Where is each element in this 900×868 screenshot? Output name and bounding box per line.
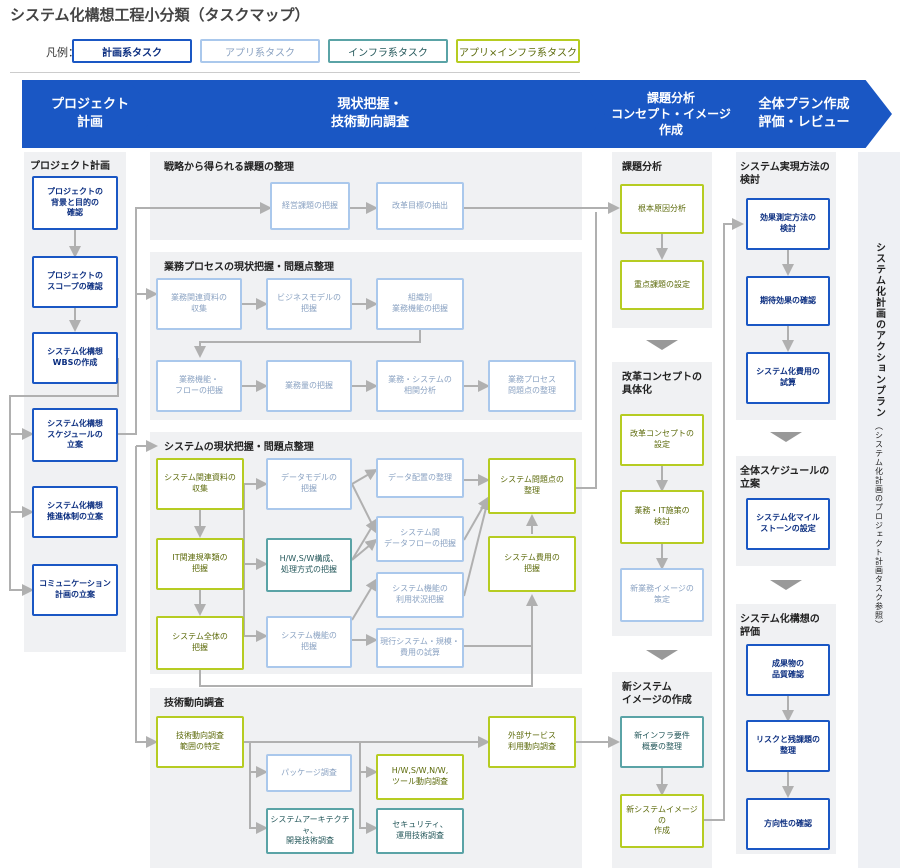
task-new-sys-image: 新システムイメージの 作成 xyxy=(620,794,704,848)
group-title: 業務プロセスの現状把握・問題点整理 xyxy=(164,262,334,273)
phase-plan-review: 全体プラン作成 評価・レビュー xyxy=(716,80,892,148)
group-title: 課題分析 xyxy=(622,162,662,173)
legend-mix: アプリ×インフラ系タスク xyxy=(456,39,580,63)
task-key-issues: 重点課題の設定 xyxy=(620,260,704,310)
task-organization: システム化構想 推進体制の立案 xyxy=(32,486,118,538)
task-tech-scope: 技術動向調査 範囲の特定 xyxy=(156,716,244,768)
task-sys-functions: システム機能の 把握 xyxy=(266,616,352,668)
task-hw-sw: H/W,S/W構成、 処理方式の把握 xyxy=(266,538,352,592)
task-risks: リスクと残課題の 整理 xyxy=(746,720,830,772)
task-hw-trends: H/W,S/W,N/W, ツール動向調査 xyxy=(376,754,464,800)
task-communication: コミュニケーション 計画の立案 xyxy=(32,564,118,616)
task-data-model: データモデルの 把握 xyxy=(266,458,352,510)
task-sys-cost: システム費用の 把握 xyxy=(488,536,576,592)
group-title: 戦略から得られる課題の整理 xyxy=(164,162,294,173)
task-org-functions: 組織別 業務機能の把握 xyxy=(376,278,464,330)
task-data-flow: システム間 データフローの把握 xyxy=(376,516,464,562)
task-direction: 方向性の確認 xyxy=(746,798,830,850)
flow-chevron xyxy=(646,340,678,350)
flow-chevron xyxy=(646,650,678,660)
task-infra-requirements: 新インフラ要件 概要の整理 xyxy=(620,716,704,768)
task-concept: 改革コンセプトの 設定 xyxy=(620,414,704,466)
task-wbs: システム化構想 WBSの作成 xyxy=(32,332,118,384)
task-biz-sys-correlation: 業務・システムの 相関分析 xyxy=(376,360,464,412)
task-external-services: 外部サービス 利用動向調査 xyxy=(488,716,576,768)
legend-label: 凡例： xyxy=(46,46,79,59)
task-sys-overview: システム全体の 把握 xyxy=(156,616,244,670)
phase-project-plan: プロジェクト 計画 xyxy=(22,80,158,148)
legend-app: アプリ系タスク xyxy=(200,39,320,63)
group-title: システムの現状把握・問題点整理 xyxy=(164,442,314,453)
task-func-usage: システム機能の 利用状況把握 xyxy=(376,572,464,618)
task-sys-problems: システム問題点の 整理 xyxy=(488,458,576,514)
flow-chevron xyxy=(770,580,802,590)
task-cost-estimate: 現行システム・規模・ 費用の試算 xyxy=(376,628,464,668)
group-title: システム実現方法の 検討 xyxy=(740,162,830,186)
group-title: 新システム イメージの作成 xyxy=(622,682,692,706)
task-expected-effect: 期待効果の確認 xyxy=(746,276,830,326)
task-project-background: プロジェクトの 背景と目的の 確認 xyxy=(32,176,118,230)
task-quality-check: 成果物の 品質確認 xyxy=(746,644,830,696)
page-title: システム化構想工程小分類（タスクマップ） xyxy=(10,6,310,24)
task-mgmt-issues: 経営課題の把握 xyxy=(270,182,350,230)
task-milestones: システム化マイル ストーンの設定 xyxy=(746,498,830,550)
task-new-biz-image: 新業務イメージの 策定 xyxy=(620,568,704,622)
task-schedule: システム化構想 スケジュールの 立案 xyxy=(32,408,118,462)
task-biz-flow: 業務機能・ フローの把握 xyxy=(156,360,242,412)
task-biz-model: ビジネスモデルの 把握 xyxy=(266,278,352,330)
legend-divider xyxy=(10,72,580,73)
task-root-cause: 根本原因分析 xyxy=(620,184,704,234)
phase-analysis: 課題分析 コンセプト・イメージ 作成 xyxy=(582,80,746,148)
group-strategy: 戦略から得られる課題の整理 xyxy=(150,152,582,240)
task-reform-goals: 改革目標の抽出 xyxy=(376,182,464,230)
action-plan-column: システム化計画のアクションプラン（システム化計画のプロジェクト計画タスク参照） xyxy=(858,152,900,868)
task-effect-method: 効果測定方法の 検討 xyxy=(746,198,830,250)
task-it-standards: IT関連規準類の 把握 xyxy=(156,538,244,590)
task-security: セキュリティ、 運用技術調査 xyxy=(376,808,464,854)
legend-infra: インフラ系タスク xyxy=(328,39,448,63)
group-title: システム化構想の 評価 xyxy=(740,614,820,638)
task-biz-docs: 業務関連資料の 収集 xyxy=(156,278,242,330)
task-data-placement: データ配置の整理 xyxy=(376,458,464,498)
task-sys-docs: システム関連資料の 収集 xyxy=(156,458,244,510)
task-project-scope: プロジェクトの スコープの確認 xyxy=(32,256,118,308)
task-sys-cost-estimate: システム化費用の 試算 xyxy=(746,352,830,404)
group-title: 全体スケジュールの 立案 xyxy=(740,466,830,490)
task-measures: 業務・IT施策の 検討 xyxy=(620,490,704,544)
task-architecture: システムアーキテクチャ、 開発技術調査 xyxy=(266,808,354,854)
task-biz-problems: 業務プロセス 問題点の整理 xyxy=(488,360,576,412)
group-title: プロジェクト計画 xyxy=(30,161,110,172)
legend-plan: 計画系タスク xyxy=(72,39,192,63)
flow-chevron xyxy=(770,432,802,442)
phase-current-state: 現状把握・ 技術動向調査 xyxy=(128,80,612,148)
task-biz-volume: 業務量の把握 xyxy=(266,360,352,412)
action-plan-label: システム化計画のアクションプラン（システム化計画のプロジェクト計画タスク参照） xyxy=(873,242,885,629)
task-package: パッケージ調査 xyxy=(266,754,352,792)
group-title: 技術動向調査 xyxy=(164,698,224,709)
group-title: 改革コンセプトの 具体化 xyxy=(622,372,702,396)
